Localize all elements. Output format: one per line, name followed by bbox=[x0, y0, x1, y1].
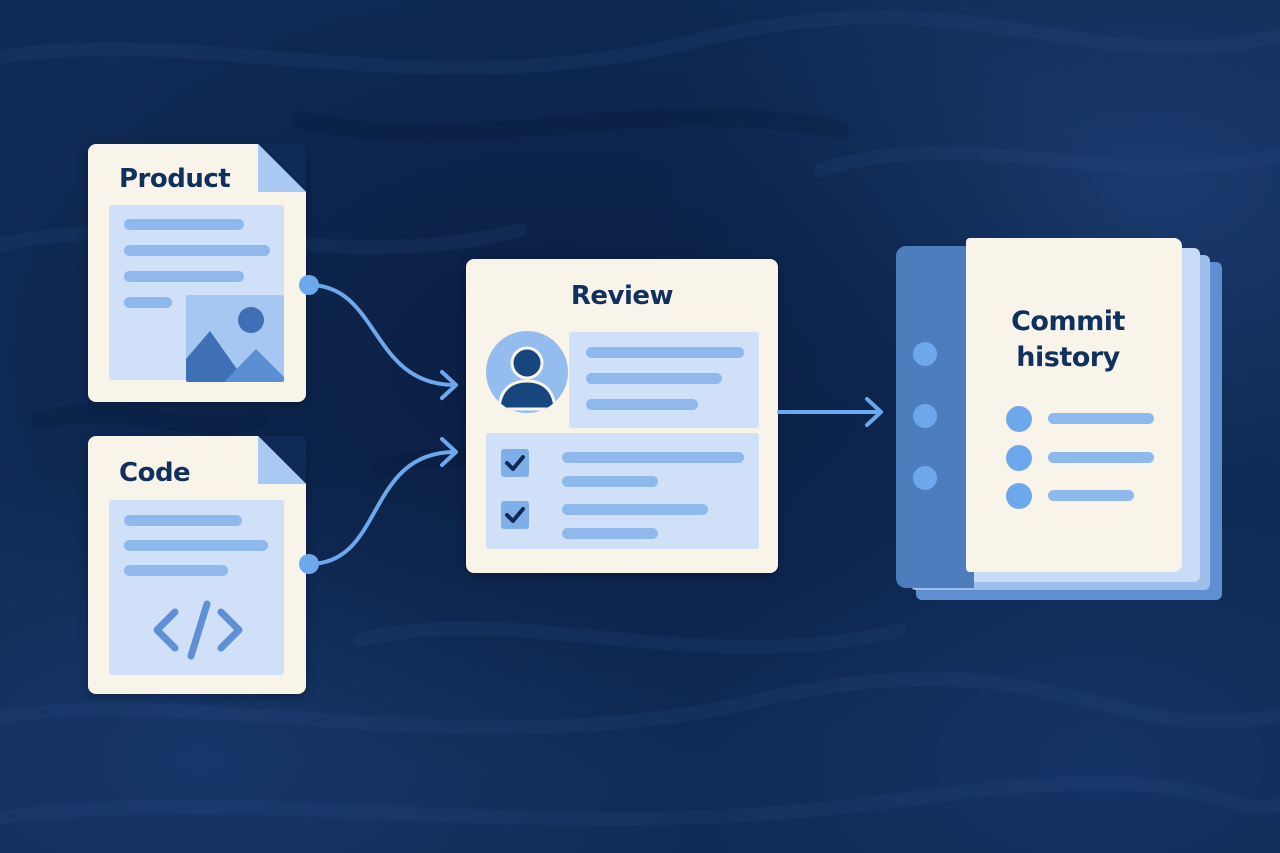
text-line bbox=[124, 297, 172, 308]
text-line bbox=[124, 540, 268, 551]
text-line bbox=[124, 515, 242, 526]
text-line bbox=[586, 399, 698, 410]
text-line bbox=[1048, 490, 1134, 501]
page-fold-corner bbox=[258, 436, 306, 484]
text-line bbox=[562, 476, 658, 487]
code-icon bbox=[153, 600, 243, 660]
text-line bbox=[124, 219, 244, 230]
review-card: Review bbox=[466, 259, 778, 573]
binder-ring bbox=[913, 342, 937, 366]
history-entry-dot bbox=[1006, 483, 1032, 509]
text-line bbox=[562, 452, 744, 463]
checklist-panel bbox=[486, 433, 759, 549]
text-line bbox=[124, 271, 244, 282]
product-title: Product bbox=[119, 164, 231, 194]
checkmark-icon bbox=[501, 501, 529, 529]
text-line bbox=[124, 245, 270, 256]
commit-history-title-line2: history bbox=[1016, 342, 1120, 373]
text-line bbox=[586, 373, 722, 384]
code-title: Code bbox=[119, 458, 191, 488]
text-line bbox=[562, 528, 658, 539]
user-avatar-icon bbox=[486, 331, 568, 413]
binder-ring bbox=[913, 404, 937, 428]
commit-history-title-line1: Commit bbox=[1011, 306, 1125, 337]
reviewer-panel bbox=[569, 332, 759, 428]
review-title: Review bbox=[570, 281, 674, 311]
history-entry-dot bbox=[1006, 406, 1032, 432]
text-line bbox=[586, 347, 744, 358]
page-fold-corner bbox=[258, 144, 306, 192]
code-card: Code bbox=[88, 436, 306, 694]
product-card: Product bbox=[88, 144, 306, 402]
product-content-panel bbox=[109, 205, 284, 382]
book-cover: Commit history bbox=[966, 238, 1182, 572]
text-line bbox=[1048, 452, 1154, 463]
code-content-panel bbox=[109, 500, 284, 675]
image-icon bbox=[186, 295, 284, 382]
text-line bbox=[1048, 413, 1154, 424]
text-line bbox=[124, 565, 228, 576]
checkmark-icon bbox=[501, 449, 529, 477]
history-entry-dot bbox=[1006, 445, 1032, 471]
binder-ring bbox=[913, 466, 937, 490]
text-line bbox=[562, 504, 708, 515]
commit-history-book: Commit history bbox=[896, 238, 1226, 604]
